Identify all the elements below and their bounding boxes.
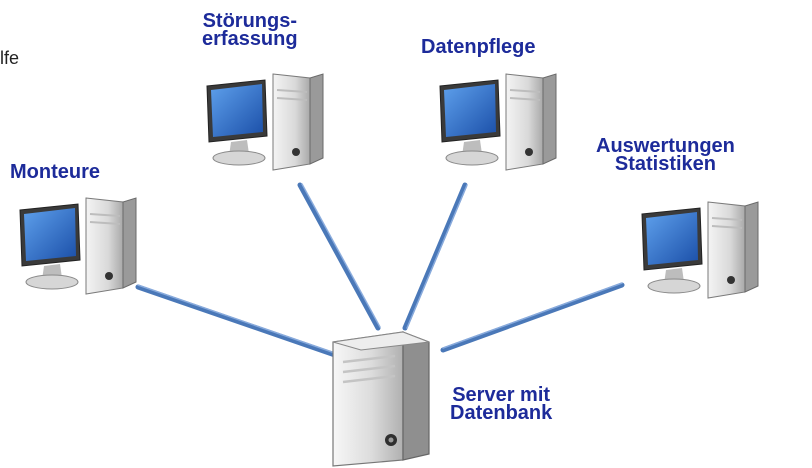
desktop-computer-icon [206, 73, 324, 171]
server-tower-icon [332, 331, 430, 467]
label-auswertungen-statistiken: Auswertungen Statistiken [596, 135, 735, 175]
label-datenpflege: Datenpflege [421, 36, 536, 58]
desktop-computer-icon [641, 201, 759, 299]
connection-monteure-server [135, 284, 338, 358]
label-server-mit-datenbank: Server mit Datenbank [450, 384, 553, 424]
desktop-computer-icon [439, 73, 557, 171]
connection-auswertungen-server [440, 282, 625, 353]
connection-datenpflege-server [402, 182, 468, 331]
desktop-computer-icon [19, 197, 137, 295]
cropped-text: lfe [0, 48, 20, 68]
connection-stoerungserfassung-server [297, 182, 381, 331]
label-stoerungserfassung: Störungs- erfassung [202, 10, 298, 50]
label-monteure: Monteure [10, 161, 100, 183]
